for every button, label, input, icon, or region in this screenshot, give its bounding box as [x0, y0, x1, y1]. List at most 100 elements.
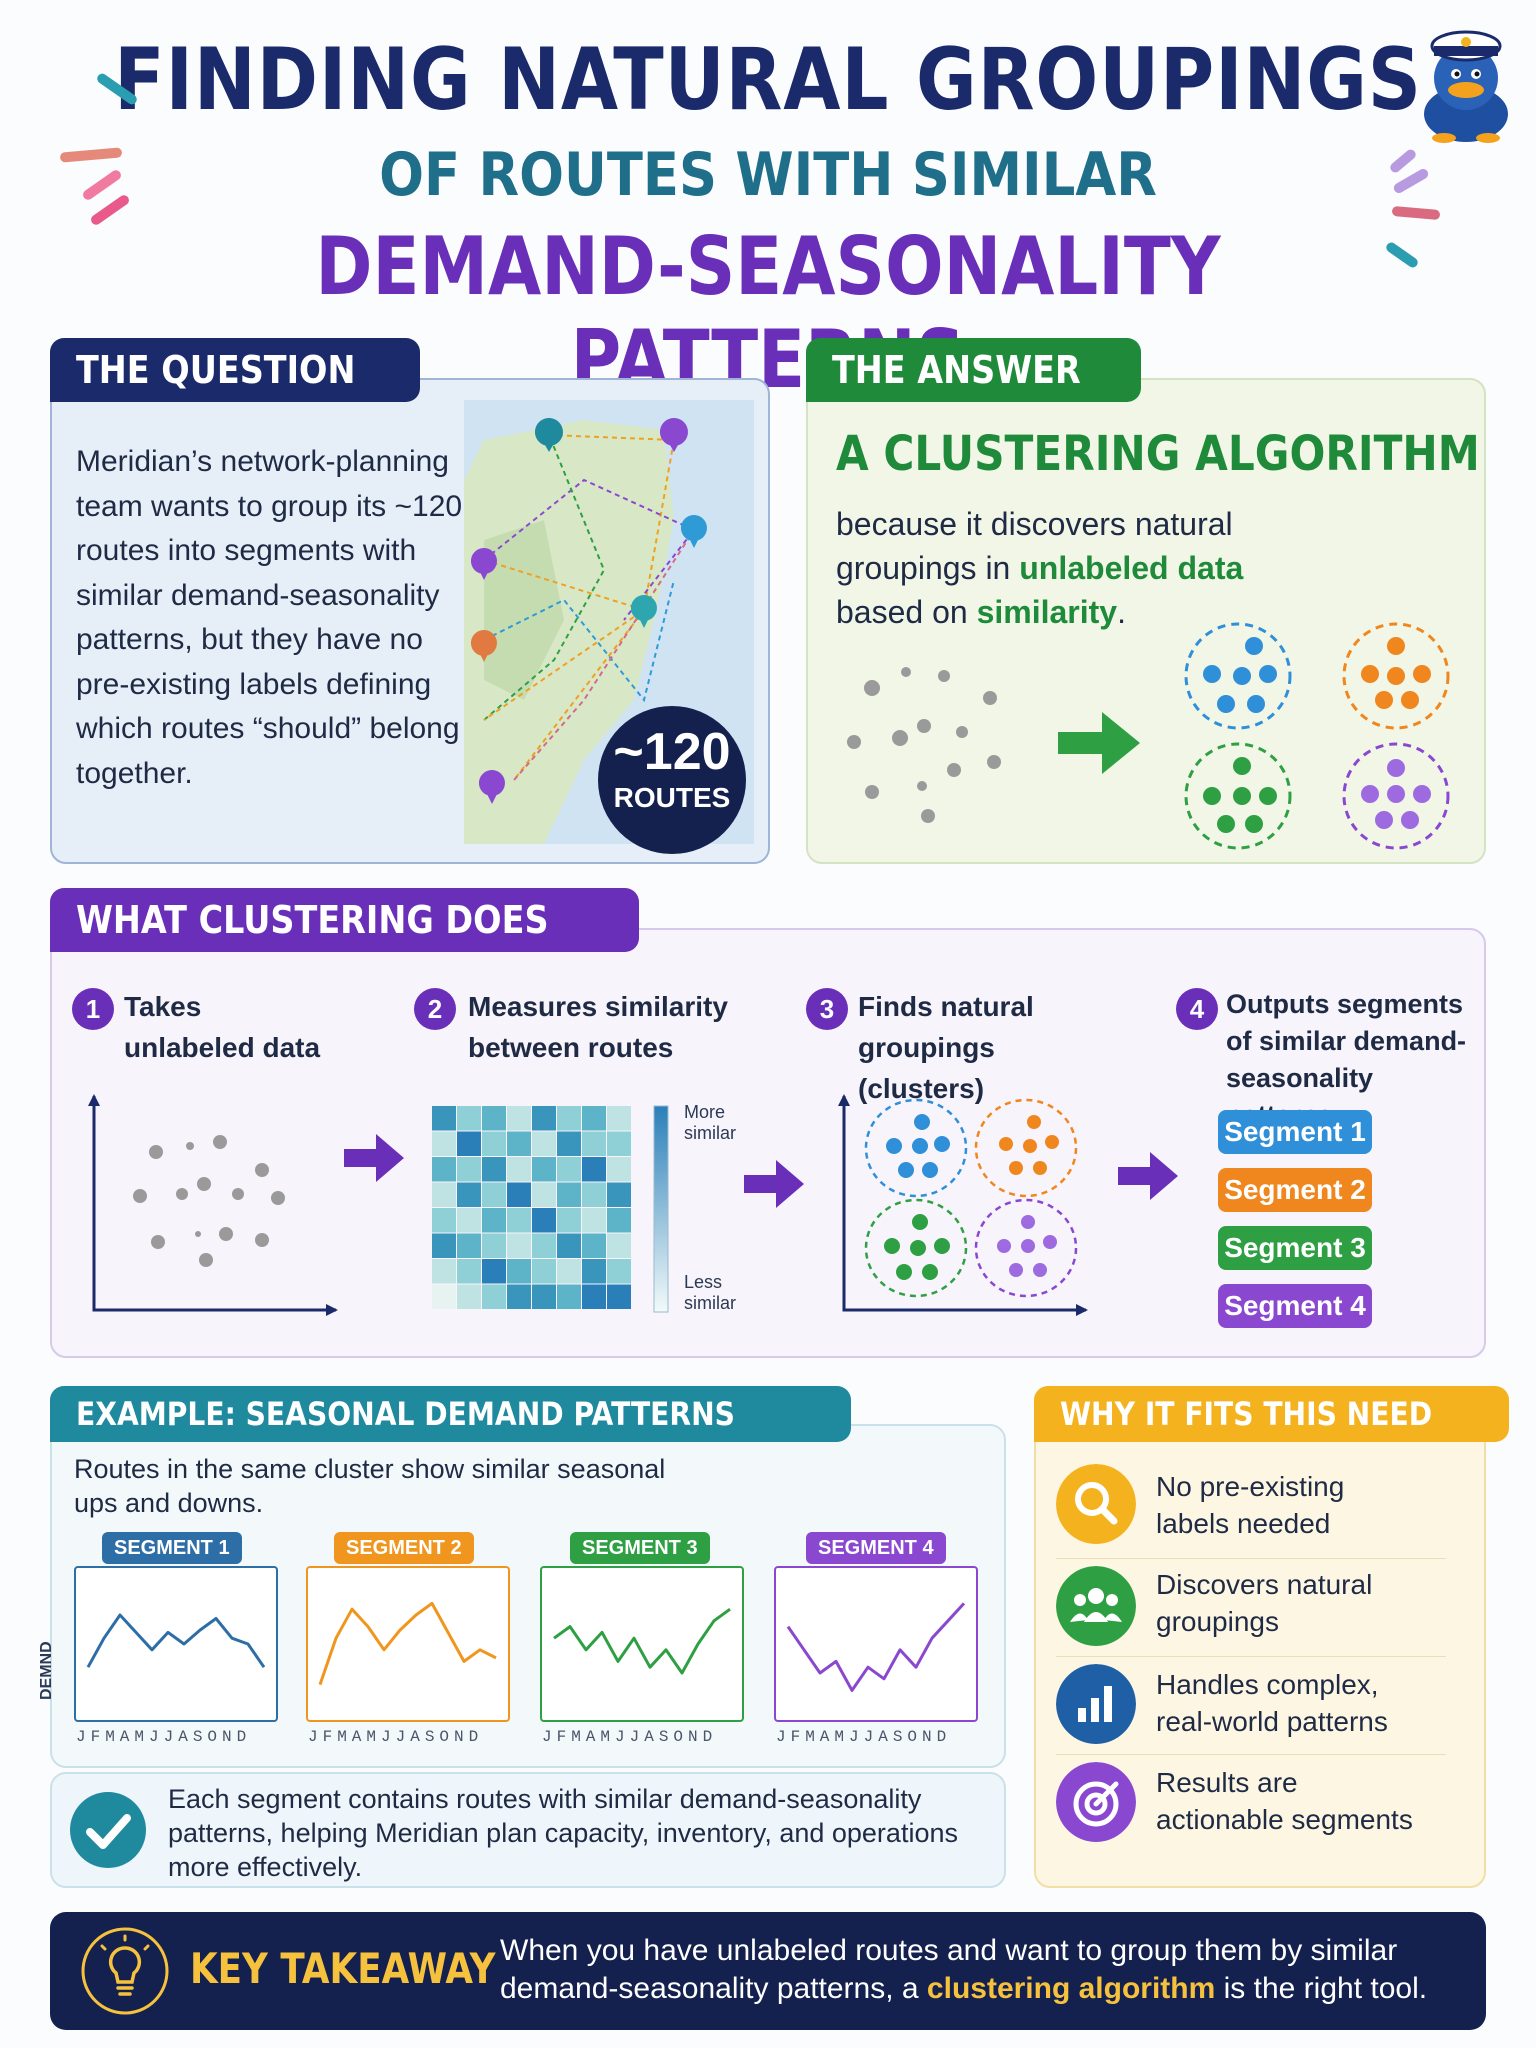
- heatmap-cell: [582, 1131, 606, 1156]
- heatmap-cell: [582, 1106, 606, 1131]
- heatmap-cell: [607, 1259, 631, 1284]
- heatmap-cell: [457, 1259, 481, 1284]
- step-3-number: 3: [806, 988, 848, 1030]
- segment-3-chart: [540, 1566, 744, 1722]
- step-3-text: Finds natural groupings (clusters): [858, 991, 1034, 1104]
- search-icon: [1056, 1464, 1136, 1544]
- heatmap-cell: [457, 1233, 481, 1258]
- example-subtitle: Routes in the same cluster show similar …: [74, 1454, 666, 1518]
- unlabeled-data-highlight: unlabeled data: [1019, 550, 1244, 586]
- heatmap-cell: [532, 1182, 556, 1207]
- clustering-algorithm-highlight: clustering algorithm: [926, 1972, 1216, 2005]
- heatmap-cell: [582, 1208, 606, 1233]
- step-2-number: 2: [414, 988, 456, 1030]
- heatmap-cell: [557, 1182, 581, 1207]
- segment-3-tag: SEGMENT 3: [570, 1532, 710, 1564]
- heatmap-cell: [432, 1208, 456, 1233]
- heatmap-cell: [432, 1233, 456, 1258]
- checkmark-icon: [70, 1792, 146, 1868]
- heatmap-cell: [457, 1106, 481, 1131]
- step-4-number: 4: [1176, 988, 1218, 1030]
- heatmap-cell: [557, 1284, 581, 1309]
- heatmap-cell: [557, 1131, 581, 1156]
- answer-tab: THE ANSWER: [806, 338, 1141, 402]
- heatmap-cell: [557, 1233, 581, 1258]
- heatmap-cell: [432, 1106, 456, 1131]
- routes-count-label: ROUTES: [613, 782, 731, 813]
- answer-text: because it discovers natural groupings i…: [836, 506, 1244, 630]
- segment-4-pill: Segment 4: [1218, 1284, 1372, 1328]
- heatmap-cell: [457, 1182, 481, 1207]
- heatmap-cell: [457, 1157, 481, 1182]
- step-2-text: Measures similarity between routes: [468, 991, 728, 1063]
- why-separator: [1056, 1754, 1446, 1755]
- routes-count-value: ~120: [613, 723, 731, 781]
- heatmap-cell: [607, 1131, 631, 1156]
- similarity-heatmap: [432, 1105, 669, 1313]
- heatmap-cell: [507, 1259, 531, 1284]
- why-separator: [1056, 1558, 1446, 1559]
- segment-2-line: [318, 1601, 497, 1686]
- heatmap-cell: [582, 1259, 606, 1284]
- segment-1-months: JFMAMJJASOND: [76, 1728, 252, 1746]
- heatmap-cell: [507, 1208, 531, 1233]
- heatmap-cell: [582, 1233, 606, 1258]
- key-takeaway-heading: KEY TAKEAWAY: [190, 1944, 496, 1993]
- heatmap-cell: [432, 1157, 456, 1182]
- segment-4-tag: SEGMENT 4: [806, 1532, 946, 1564]
- segment-1-pill: Segment 1: [1218, 1110, 1372, 1154]
- answer-heading: A CLUSTERING ALGORITHM: [836, 426, 1480, 482]
- segment-1-line: [86, 1613, 266, 1669]
- why-tab: WHY IT FITS THIS NEED: [1034, 1386, 1509, 1442]
- heatmap-cell: [532, 1208, 556, 1233]
- heatmap-cell: [557, 1106, 581, 1131]
- example-note-text: Each segment contains routes with simila…: [168, 1784, 958, 1882]
- heatmap-cell: [607, 1233, 631, 1258]
- unlabeled-data-plot: [88, 1094, 338, 1316]
- question-tab: THE QUESTION: [50, 338, 420, 402]
- what-clustering-tab: WHAT CLUSTERING DOES: [50, 888, 639, 952]
- heatmap-cell: [557, 1157, 581, 1182]
- heatmap-cell: [432, 1284, 456, 1309]
- heatmap-cell: [457, 1284, 481, 1309]
- key-takeaway-text: When you have unlabeled routes and want …: [500, 1934, 1428, 2005]
- why-item-2-text: Discovers natural groupings: [1156, 1569, 1373, 1637]
- why-separator: [1056, 1656, 1446, 1657]
- demand-axis-label: DEMND: [38, 1641, 55, 1700]
- group-icon: [1056, 1566, 1136, 1646]
- heatmap-cell: [532, 1259, 556, 1284]
- segment-4-chart: [774, 1566, 978, 1722]
- map-pins: [470, 418, 707, 804]
- key-takeaway-banner: [50, 1912, 1486, 2030]
- page-subtitle-line-1: OF ROUTES WITH SIMILAR: [379, 140, 1157, 210]
- heatmap-cell: [482, 1233, 506, 1258]
- clusters-plot: [838, 1094, 1088, 1316]
- why-item-3-text: Handles complex, real-world patterns: [1156, 1669, 1388, 1737]
- heatmap-legend-less: Less similar: [684, 1272, 736, 1313]
- segment-2-pill: Segment 2: [1218, 1168, 1372, 1212]
- heatmap-cell: [532, 1157, 556, 1182]
- segment-3-line: [553, 1607, 731, 1675]
- why-item-4-text: Results are actionable segments: [1156, 1767, 1413, 1835]
- example-tab: EXAMPLE: SEASONAL DEMAND PATTERNS: [50, 1386, 851, 1442]
- heatmap-cell: [507, 1182, 531, 1207]
- heatmap-cell: [482, 1106, 506, 1131]
- heatmap-cell: [582, 1157, 606, 1182]
- heatmap-cell: [457, 1131, 481, 1156]
- heatmap-cell: [482, 1208, 506, 1233]
- heatmap-cell: [507, 1106, 531, 1131]
- heatmap-cell: [482, 1157, 506, 1182]
- heatmap-cell: [607, 1157, 631, 1182]
- heatmap-cell: [507, 1131, 531, 1156]
- routes-count-badge: [598, 706, 746, 854]
- segment-1-chart: [74, 1566, 278, 1722]
- heatmap-cell: [607, 1182, 631, 1207]
- heatmap-cell: [582, 1284, 606, 1309]
- bar-chart-icon: [1056, 1664, 1136, 1744]
- heatmap-cell: [482, 1182, 506, 1207]
- step-1-number: 1: [72, 988, 114, 1030]
- segment-4-line: [786, 1602, 966, 1692]
- step-1-text: Takes unlabeled data: [124, 991, 321, 1063]
- heatmap-cell: [557, 1259, 581, 1284]
- heatmap-cell: [482, 1284, 506, 1309]
